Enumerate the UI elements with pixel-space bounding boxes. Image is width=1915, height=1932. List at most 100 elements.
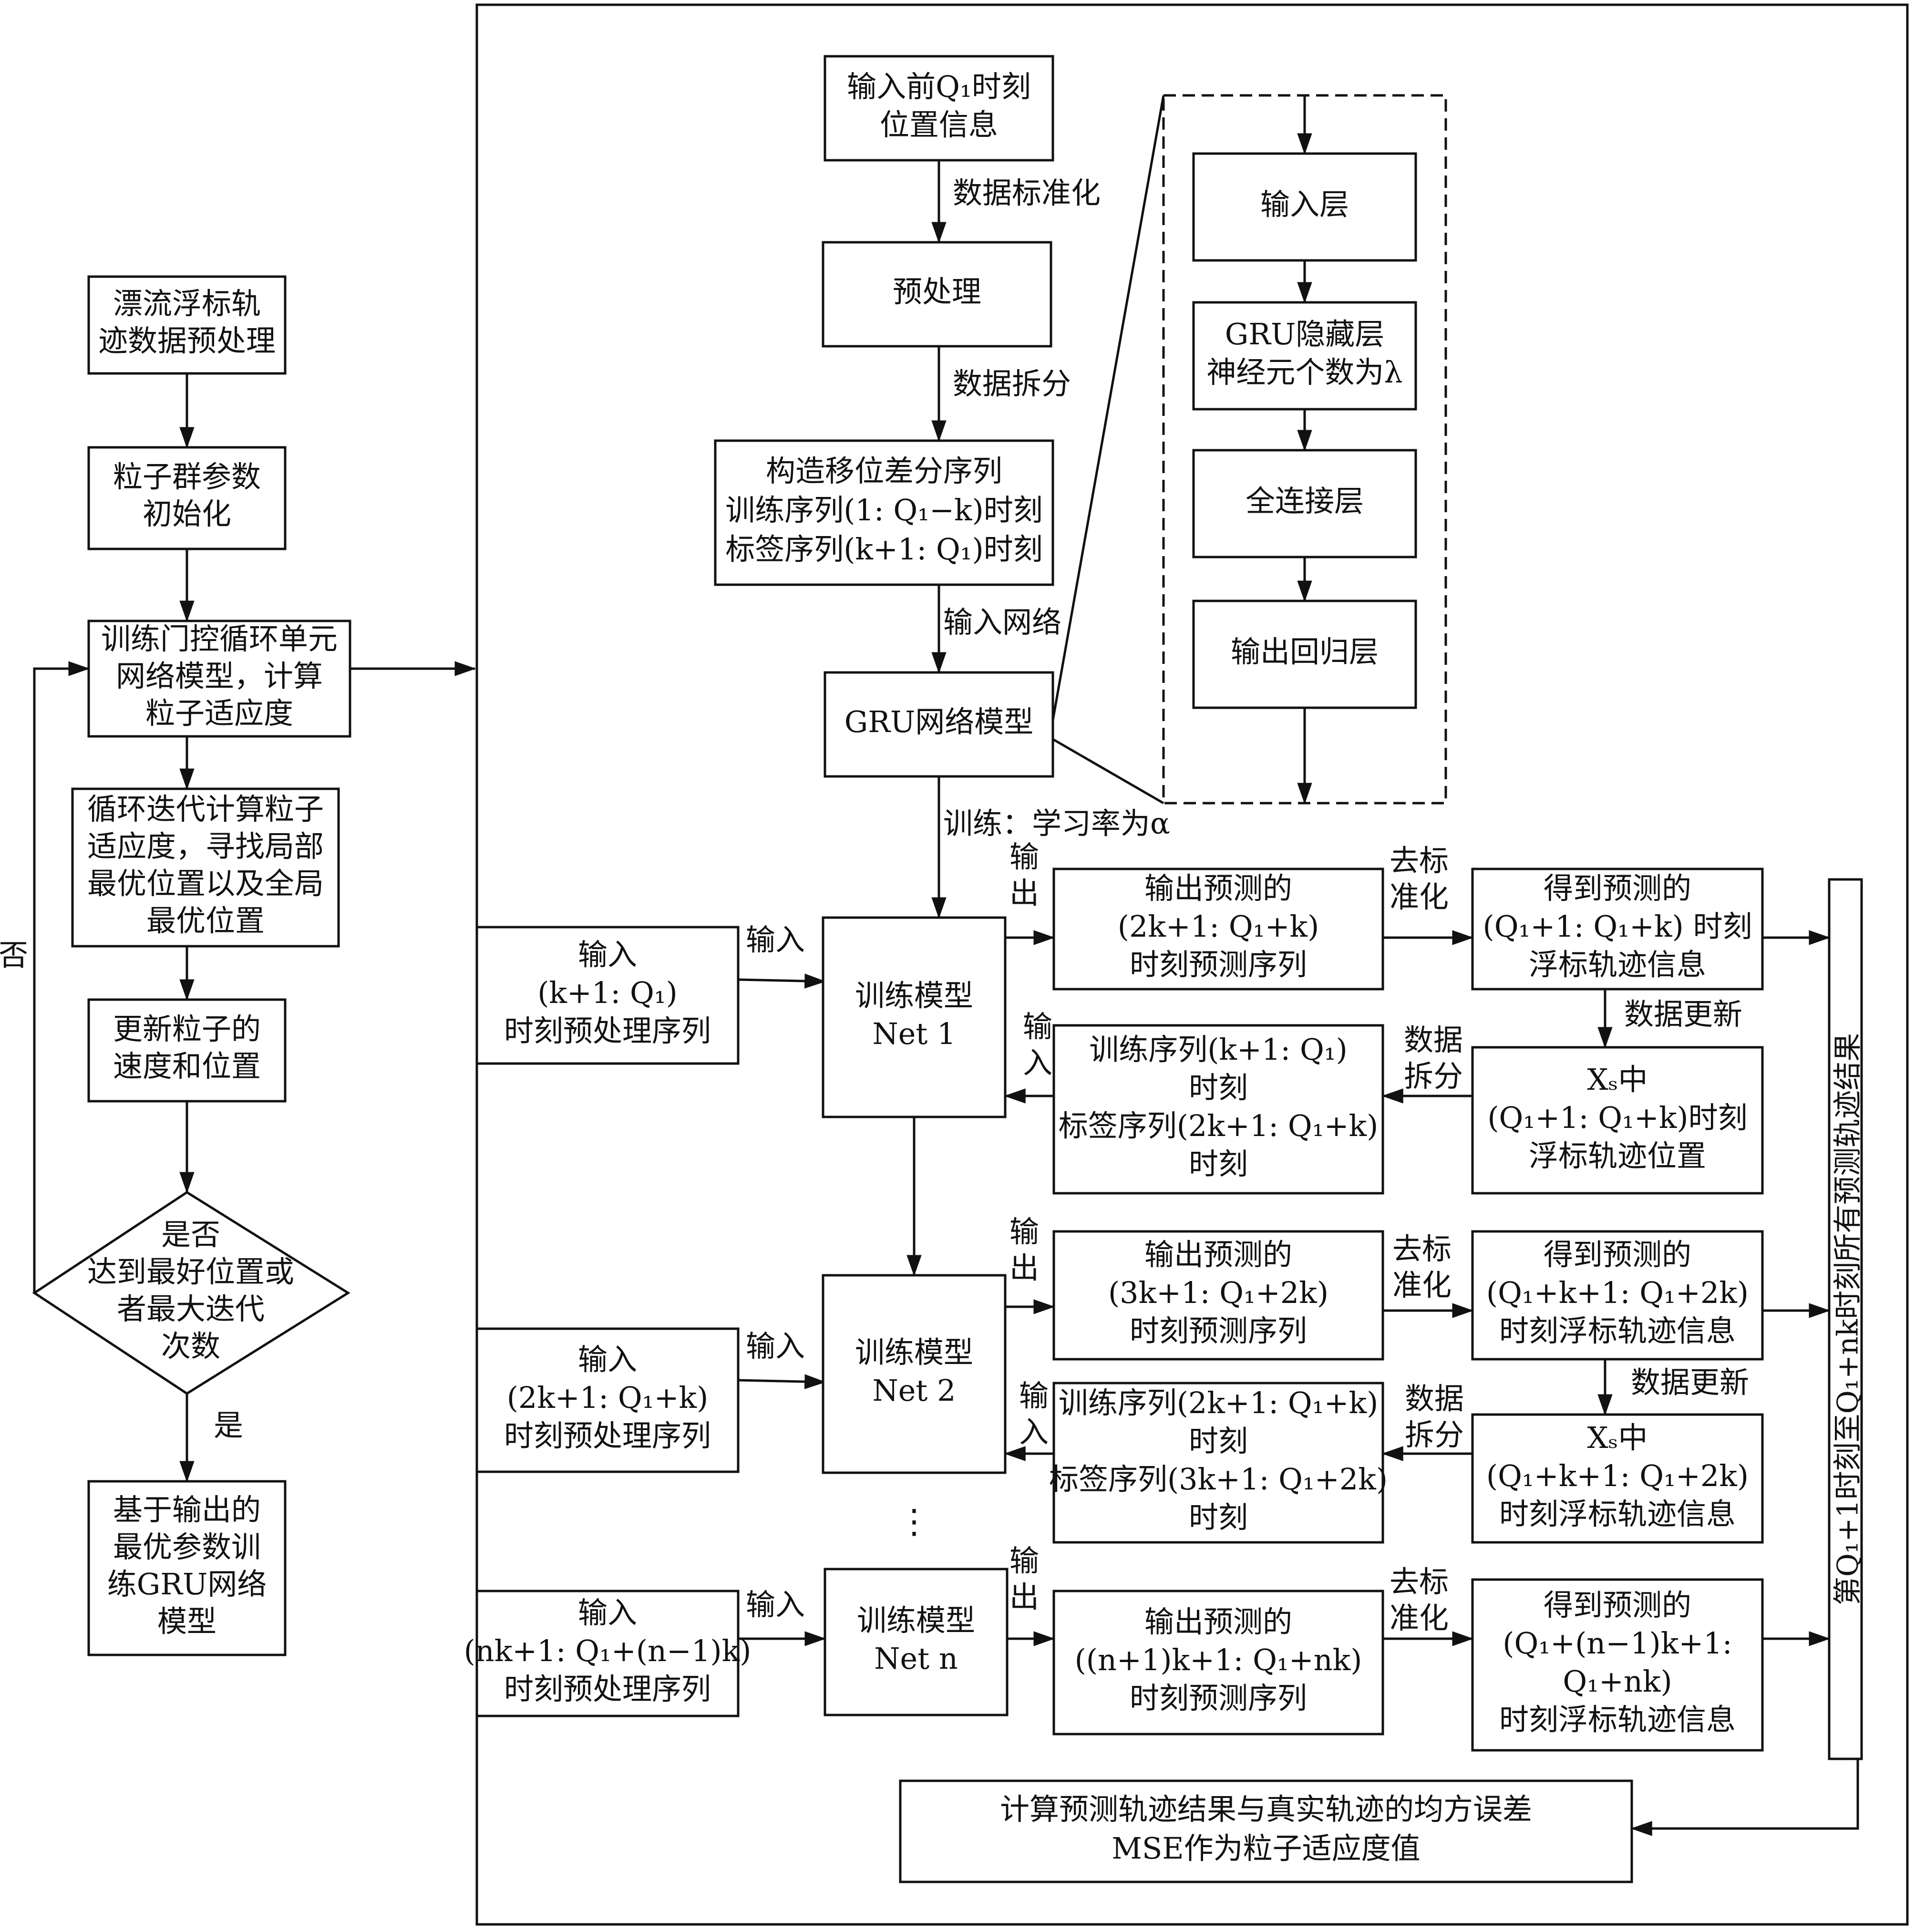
text-line: 时刻 (1189, 1424, 1248, 1458)
box-final-train-text: 基于输出的最优参数训练GRU网络模型 (107, 1492, 267, 1639)
text-line: 准化 (1390, 1601, 1449, 1635)
text-line: 是否 (161, 1217, 220, 1252)
box-input-positions-text: 输入前Q₁时刻位置信息 (847, 69, 1031, 142)
text-line: 输入 (578, 1595, 637, 1630)
text-line: 拆分 (1405, 1417, 1464, 1452)
text-line: (Q₁+1: Q₁+k) 时刻 (1483, 909, 1752, 944)
text-line: 最优位置以及全局 (87, 866, 324, 901)
box-buoy-preprocess (87, 275, 287, 375)
text-line: 适应度，寻找局部 (87, 829, 324, 864)
box-final-train (87, 1480, 287, 1656)
label-input-net: 输入网络 (943, 605, 1061, 640)
netn-label-input: 输入 (746, 1587, 805, 1622)
net2-label-destd: 去标准化 (1392, 1231, 1452, 1302)
net1-label-split: 数据拆分 (1404, 1023, 1463, 1094)
box-pso-init-text: 粒子群参数初始化 (113, 459, 261, 531)
text-line: 速度和位置 (113, 1049, 261, 1084)
text-line: 神经元个数为λ (1206, 355, 1402, 390)
layer-fully-connected-text: 全连接层 (1246, 484, 1364, 518)
text-line: 得到预测的 (1544, 1588, 1691, 1622)
text-line: (Q₁+1: Q₁+k)时刻 (1487, 1100, 1747, 1135)
text-line: 训练序列(k+1: Q₁) (1089, 1032, 1348, 1067)
arrow-collector-mse (1630, 1759, 1859, 1836)
text-line: (Q₁+k+1: Q₁+2k) (1486, 1275, 1749, 1310)
net1-pred-box (1052, 868, 1384, 991)
text-line: 得到预测的 (1544, 1237, 1691, 1272)
net2-arrow-input (738, 1374, 826, 1389)
text-line: 输 (1019, 1378, 1049, 1413)
box-preprocess-text: 预处理 (893, 274, 981, 309)
text-line: 输出预测的 (1144, 871, 1292, 906)
text-line: 时刻预处理序列 (504, 1013, 711, 1048)
net1-label-back: 输入 (1023, 1009, 1052, 1080)
text-line: 时刻预测序列 (1130, 947, 1307, 982)
text-line: 输入层 (1260, 187, 1349, 222)
label-train-lr: 训练：学习率为α (943, 806, 1170, 841)
text-line: 循环迭代计算粒子 (87, 792, 324, 827)
text-line: 输出回归层 (1231, 634, 1379, 669)
text-line: 输出预测的 (1144, 1604, 1292, 1639)
text-line: 去标 (1390, 1564, 1449, 1599)
text-line: 入 (1023, 1045, 1052, 1080)
netn-label-output: 输出 (1009, 1543, 1039, 1614)
text-line: (Q₁+(n−1)k+1: (1503, 1626, 1732, 1661)
netn-pred-text: 输出预测的((n+1)k+1: Q₁+nk)时刻预测序列 (1075, 1604, 1362, 1715)
text-line: 构造移位差分序列 (766, 454, 1002, 488)
text-line: 浮标轨迹位置 (1529, 1138, 1706, 1173)
net2-pred-box (1052, 1230, 1384, 1361)
mse-box (899, 1779, 1633, 1883)
label-yes: 是 (214, 1408, 243, 1443)
net1-xs-box (1471, 1046, 1764, 1195)
net2-label-back: 输入 (1019, 1378, 1049, 1449)
text-line: 输出预测的 (1144, 1237, 1292, 1272)
text-line: 迹数据预处理 (98, 323, 276, 358)
net2-input-text: 输入(2k+1: Q₁+k)时刻预处理序列 (504, 1342, 711, 1453)
text-line: 时刻预处理序列 (504, 1672, 711, 1706)
layer-gru-hidden-text: GRU隐藏层神经元个数为λ (1206, 317, 1402, 390)
text-line: 训练模型 (855, 978, 973, 1013)
text-line: 训练序列(1: Q₁−k)时刻 (725, 493, 1043, 527)
text-line: 输 (1009, 839, 1039, 874)
text-line: 出 (1009, 876, 1039, 910)
box-pso-init (87, 446, 287, 550)
text-line: 输入 (578, 1342, 637, 1377)
text-line: 时刻预处理序列 (504, 1418, 711, 1453)
text-line: 时刻浮标轨迹信息 (1499, 1497, 1736, 1531)
text-line: Net 2 (872, 1373, 956, 1408)
text-line: Xₛ中 (1587, 1420, 1647, 1455)
text-line: Net n (874, 1641, 958, 1676)
text-line: (Q₁+k+1: Q₁+2k) (1486, 1458, 1749, 1493)
box-preprocess (822, 241, 1052, 348)
net2-trainseq-box (1052, 1382, 1384, 1544)
net1-label-input: 输入 (746, 922, 805, 957)
layer-fully-connected (1192, 449, 1417, 558)
text-line: 输 (1009, 1214, 1039, 1249)
box-train-gru-fitness (87, 620, 351, 738)
collector-box (1828, 878, 1863, 1760)
text-line: 数据 (1404, 1023, 1463, 1057)
netn-input-text: 输入(nk+1: Q₁+(n−1)k)时刻预处理序列 (464, 1595, 752, 1706)
text-line: 入 (1019, 1415, 1049, 1449)
text-line: 最优位置 (146, 903, 265, 938)
box-gru-model (824, 671, 1054, 778)
netn-pred-box (1052, 1590, 1384, 1736)
text-line: (2k+1: Q₁+k) (1118, 909, 1319, 944)
text-line: 训练模型 (855, 1335, 973, 1370)
text-line: 网络模型，计算 (116, 659, 323, 693)
layer-output-regression (1192, 599, 1417, 709)
text-line: Q₁+nk) (1563, 1664, 1672, 1699)
net2-label-split: 数据拆分 (1405, 1381, 1464, 1452)
text-line: 预处理 (893, 274, 981, 309)
label-no: 否 (0, 938, 28, 972)
net2-label-input: 输入 (746, 1329, 805, 1364)
net1-label-destd: 去标准化 (1390, 843, 1449, 914)
text-line: 计算预测轨迹结果与真实轨迹的均方误差 (1000, 1792, 1532, 1827)
netn-input-box (475, 1590, 740, 1717)
text-line: 全连接层 (1246, 484, 1364, 518)
netn-label-destd: 去标准化 (1390, 1564, 1449, 1635)
box-update-particles-text: 更新粒子的速度和位置 (113, 1012, 261, 1084)
net1-trainseq-box (1052, 1024, 1384, 1195)
text-line: 时刻浮标轨迹信息 (1499, 1702, 1736, 1737)
